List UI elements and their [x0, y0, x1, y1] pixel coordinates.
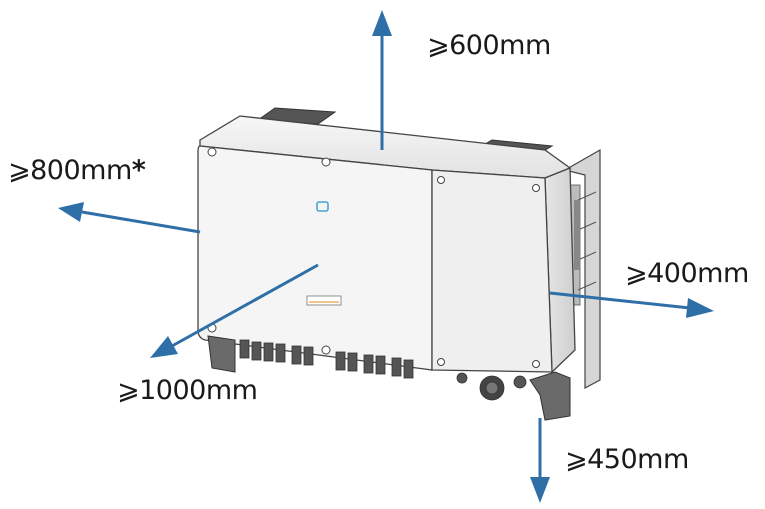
arrow-left-head	[58, 202, 84, 222]
brand-logo	[306, 295, 342, 306]
arrow-left	[81, 210, 201, 234]
arrow-top-head	[372, 10, 392, 36]
led-indicator-icon	[316, 201, 329, 212]
mounting-feet	[207, 335, 571, 421]
clearance-left-label: ⩾800mm*	[8, 155, 146, 186]
clearance-bottom-label: ⩾450mm	[565, 444, 689, 475]
clearance-front-label: ⩾1000mm	[117, 375, 258, 406]
arrow-right-head	[686, 298, 714, 318]
bottom-connectors	[239, 339, 527, 401]
arrow-front-head	[150, 336, 178, 358]
clearance-arrows	[58, 10, 714, 503]
arrow-right	[549, 291, 691, 310]
inverter-front-panel	[197, 145, 433, 371]
clearance-right-label: ⩾400mm	[625, 258, 749, 289]
arrow-bottom-head	[530, 477, 550, 503]
clearance-top-label: ⩾600mm	[427, 30, 551, 61]
arrow-front	[171, 263, 319, 348]
footnote-mark: *	[131, 155, 146, 186]
inverter-front-door	[431, 169, 553, 373]
